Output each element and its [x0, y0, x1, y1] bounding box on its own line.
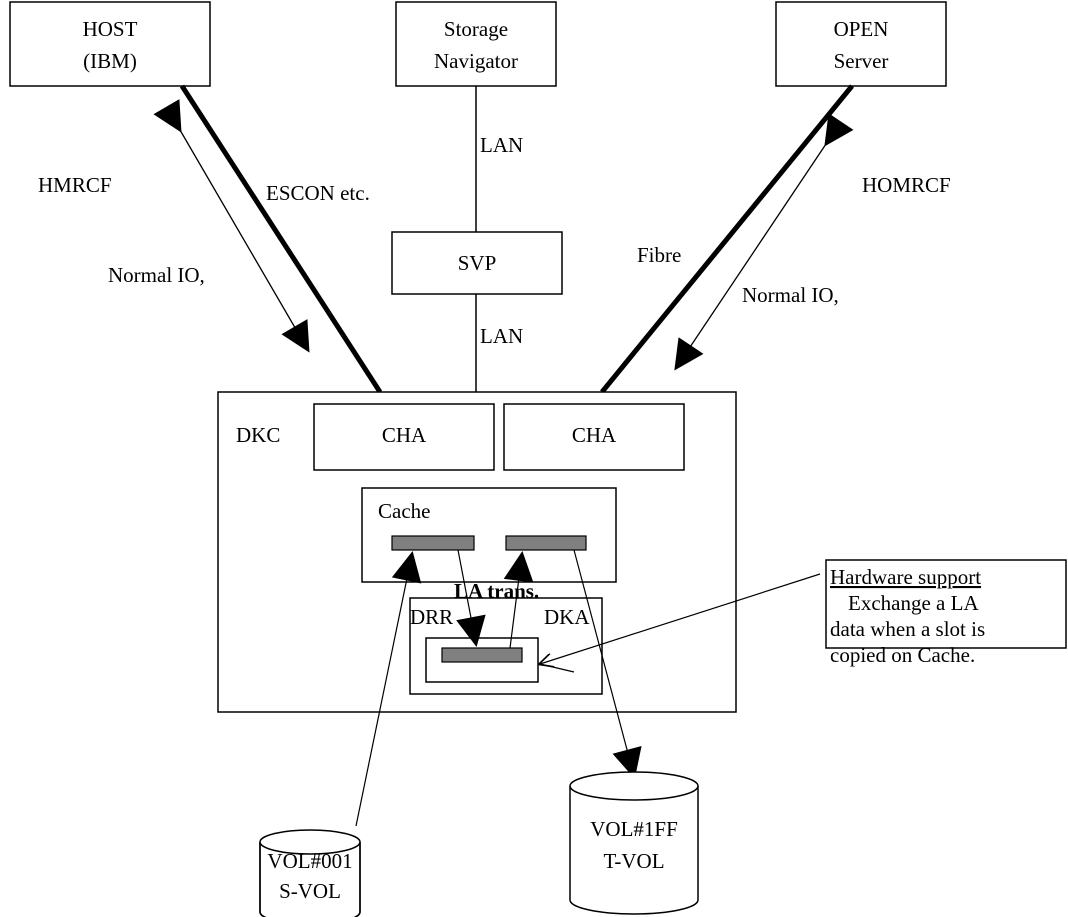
callout-pointer	[540, 573, 821, 664]
callout-line3: copied on Cache.	[830, 643, 975, 667]
normal-io-right-label: Normal IO,	[742, 283, 839, 307]
cache-slot-left	[391, 535, 475, 551]
escon-label: ESCON etc.	[266, 181, 370, 205]
la-trans-label: LA trans.	[454, 579, 539, 603]
cha-right-node: CHA	[503, 403, 685, 471]
cha-right-label: CHA	[572, 423, 617, 447]
dka-label: DKA	[544, 605, 590, 629]
drr-node	[425, 637, 539, 683]
svp-label: SVP	[458, 251, 497, 275]
normal-io-arrow-left	[153, 99, 310, 353]
host-node: HOST (IBM)	[9, 1, 211, 87]
homrcf-label: HOMRCF	[862, 173, 951, 197]
cache-label: Cache	[378, 499, 430, 523]
fibre-link	[600, 84, 854, 394]
s-vol-label-line1: VOL#001	[267, 849, 352, 873]
escon-link	[179, 84, 383, 394]
callout-pointer-tail	[539, 663, 575, 673]
cha-left-label: CHA	[382, 423, 427, 447]
lan-bottom-label: LAN	[480, 324, 523, 348]
arrow-svol-to-cache	[355, 551, 422, 827]
storage-navigator-node: Storage Navigator	[395, 1, 557, 87]
open-server-label-line1: OPEN	[834, 17, 889, 41]
hmrcf-label: HMRCF	[38, 173, 112, 197]
cha-left-node: CHA	[313, 403, 495, 471]
normal-io-arrow-right	[674, 113, 854, 371]
dkc-label: DKC	[236, 423, 280, 447]
svp-node: SVP	[391, 231, 563, 295]
callout-title: Hardware support	[830, 565, 981, 589]
open-server-label-line2: Server	[834, 49, 889, 73]
host-label-line1: HOST	[83, 17, 138, 41]
arrow-cache-to-drr	[456, 549, 486, 647]
hardware-support-callout: Hardware support Exchange a LA data when…	[825, 559, 1067, 667]
open-server-node: OPEN Server	[775, 1, 947, 87]
cache-slot-right	[505, 535, 587, 551]
t-vol-label-line1: VOL#1FF	[590, 817, 678, 841]
storage-navigator-label-line1: Storage	[444, 17, 508, 41]
drr-slot	[441, 647, 523, 663]
callout-line2: data when a slot is	[830, 617, 985, 641]
s-vol-cylinder: VOL#001 S-VOL	[259, 829, 361, 917]
arrow-cache-to-tvol	[573, 549, 642, 779]
host-label-line2: (IBM)	[83, 49, 137, 73]
arrow-drr-to-cache	[503, 551, 534, 649]
s-vol-label-line2: S-VOL	[279, 879, 341, 903]
drr-label: DRR	[410, 605, 453, 629]
storage-navigator-label-line2: Navigator	[434, 49, 518, 73]
cache-node: Cache	[361, 487, 617, 583]
callout-line1: Exchange a LA	[848, 591, 979, 615]
t-vol-label-line2: T-VOL	[603, 849, 664, 873]
fibre-label: Fibre	[637, 243, 681, 267]
t-vol-cylinder: VOL#1FF T-VOL	[569, 771, 699, 915]
normal-io-left-label: Normal IO,	[108, 263, 205, 287]
lan-top-label: LAN	[480, 133, 523, 157]
